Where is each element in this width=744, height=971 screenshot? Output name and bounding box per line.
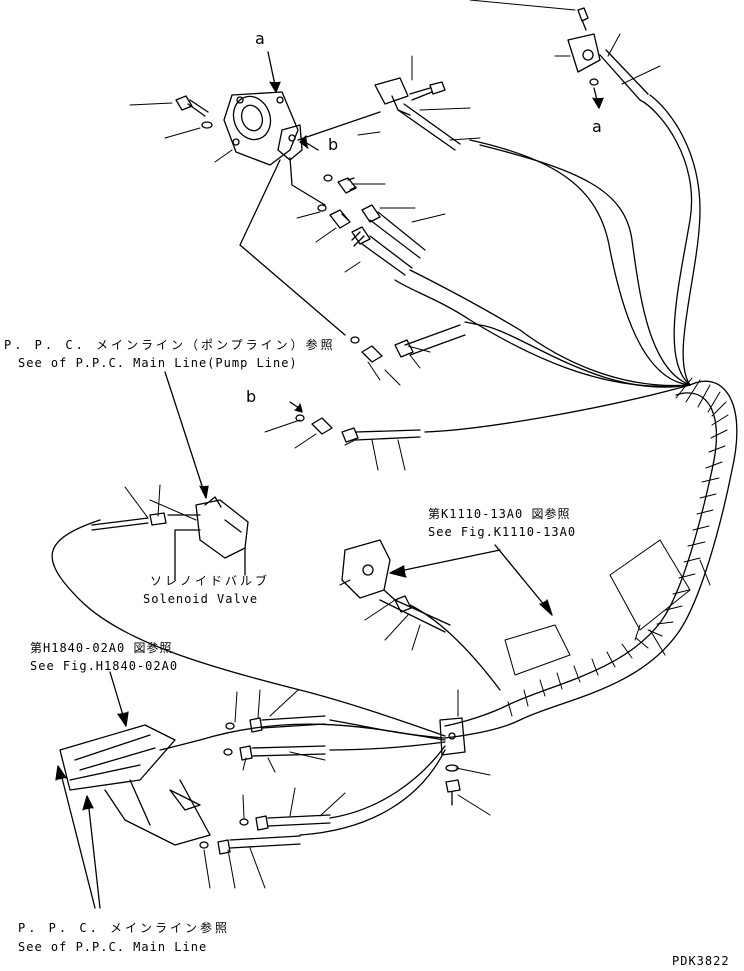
reference-arrows xyxy=(55,51,604,909)
lower-hoses xyxy=(51,519,501,836)
bolt-washer-left xyxy=(175,95,213,129)
callout-a-top: a xyxy=(255,29,265,48)
spiral-wrapped-hose-bundle xyxy=(444,377,738,739)
lower-left-fittings xyxy=(199,715,331,855)
drawing-code: PDK3822 xyxy=(672,954,730,968)
solenoid-valve xyxy=(91,496,249,581)
hose-clamp xyxy=(439,717,466,806)
note-pump-line-en: See of P.P.C. Main Line(Pump Line) xyxy=(18,356,298,370)
top-right-connector xyxy=(567,7,649,101)
callout-b-lower: b xyxy=(246,387,257,406)
note-solenoid-jp: ソレノイドバルブ xyxy=(150,574,271,588)
note-solenoid-en: Solenoid Valve xyxy=(143,592,259,606)
note-fig-h1840-en: See Fig.H1840-02A0 xyxy=(30,659,179,673)
note-fig-h1840-jp: 第H1840-02A0 図参照 xyxy=(30,641,173,655)
callout-a-right: a xyxy=(592,117,602,136)
note-fig-k1110-en: See Fig.K1110-13A0 xyxy=(428,525,577,539)
leader-bracket-lines xyxy=(239,111,381,336)
note-main-line-en: See of P.P.C. Main Line xyxy=(18,940,208,954)
ppc-valve-assembly xyxy=(59,724,211,846)
leader-lines xyxy=(124,0,711,889)
callout-b-upper: b xyxy=(328,135,339,154)
pump-port-fittings xyxy=(317,174,426,276)
pump-valve-assembly xyxy=(223,91,303,166)
middle-fittings xyxy=(295,324,466,443)
upper-hoses xyxy=(394,94,701,433)
note-pump-line-jp: P. P. C. メインライン（ポンプライン）参照 xyxy=(4,338,336,352)
note-fig-k1110-jp: 第K1110-13A0 図参照 xyxy=(428,507,571,521)
elbow-fitting-top xyxy=(374,77,461,151)
relay-valve-right xyxy=(341,539,451,633)
note-main-line-jp: P. P. C. メインライン参照 xyxy=(18,921,231,935)
